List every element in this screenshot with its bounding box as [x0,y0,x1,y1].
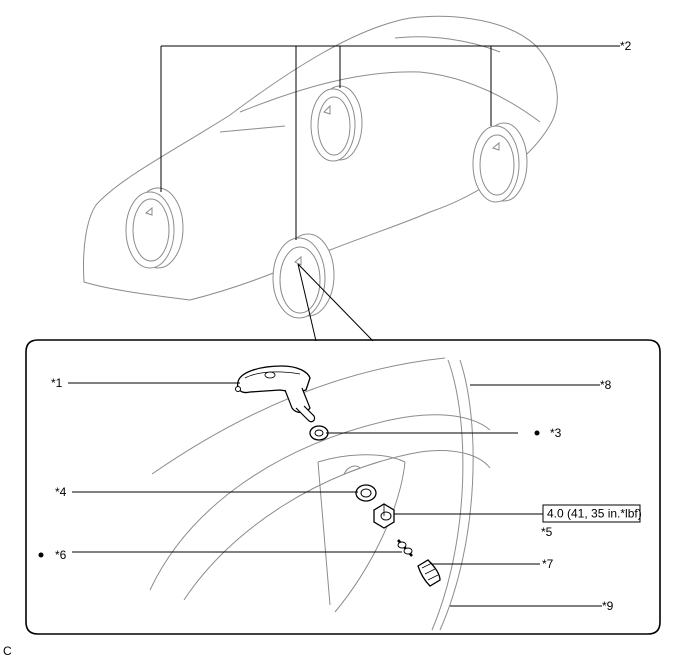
bullet-6 [38,552,44,558]
figure-code: C [3,644,12,658]
tire-rear-left [310,85,363,162]
callout-1-label: *1 [51,376,63,390]
callout-3-label: *3 [550,426,562,440]
callout-7-label: *7 [542,557,554,571]
callout-2-label: *2 [620,39,632,53]
torque-spec-box [542,504,641,523]
detail-box [25,339,661,635]
tpms-sensor [235,365,316,423]
callout-6-label: *6 [55,548,67,562]
callout-8-label: *8 [600,378,612,392]
vehicle-outline [83,15,558,301]
tire-rear-right [472,122,528,203]
grommet-part [355,484,377,502]
valve-core-part [397,539,413,557]
zoom-pointer [297,263,374,342]
tire-front-left [125,187,184,269]
tire-front-right [272,233,335,319]
wheel-arcs [149,357,491,631]
bullet-3 [534,430,540,436]
callout-5-label: *5 [541,525,553,539]
valve-cap-part [417,559,441,587]
callout-4-label: *4 [55,485,67,499]
washer-part [309,425,329,441]
callout-2-bracket [160,45,620,240]
callout-9-label: *9 [602,599,614,613]
torque-spec-text: 4.0 (41, 35 in.*lbf) [547,507,642,521]
nut-part [373,503,395,529]
